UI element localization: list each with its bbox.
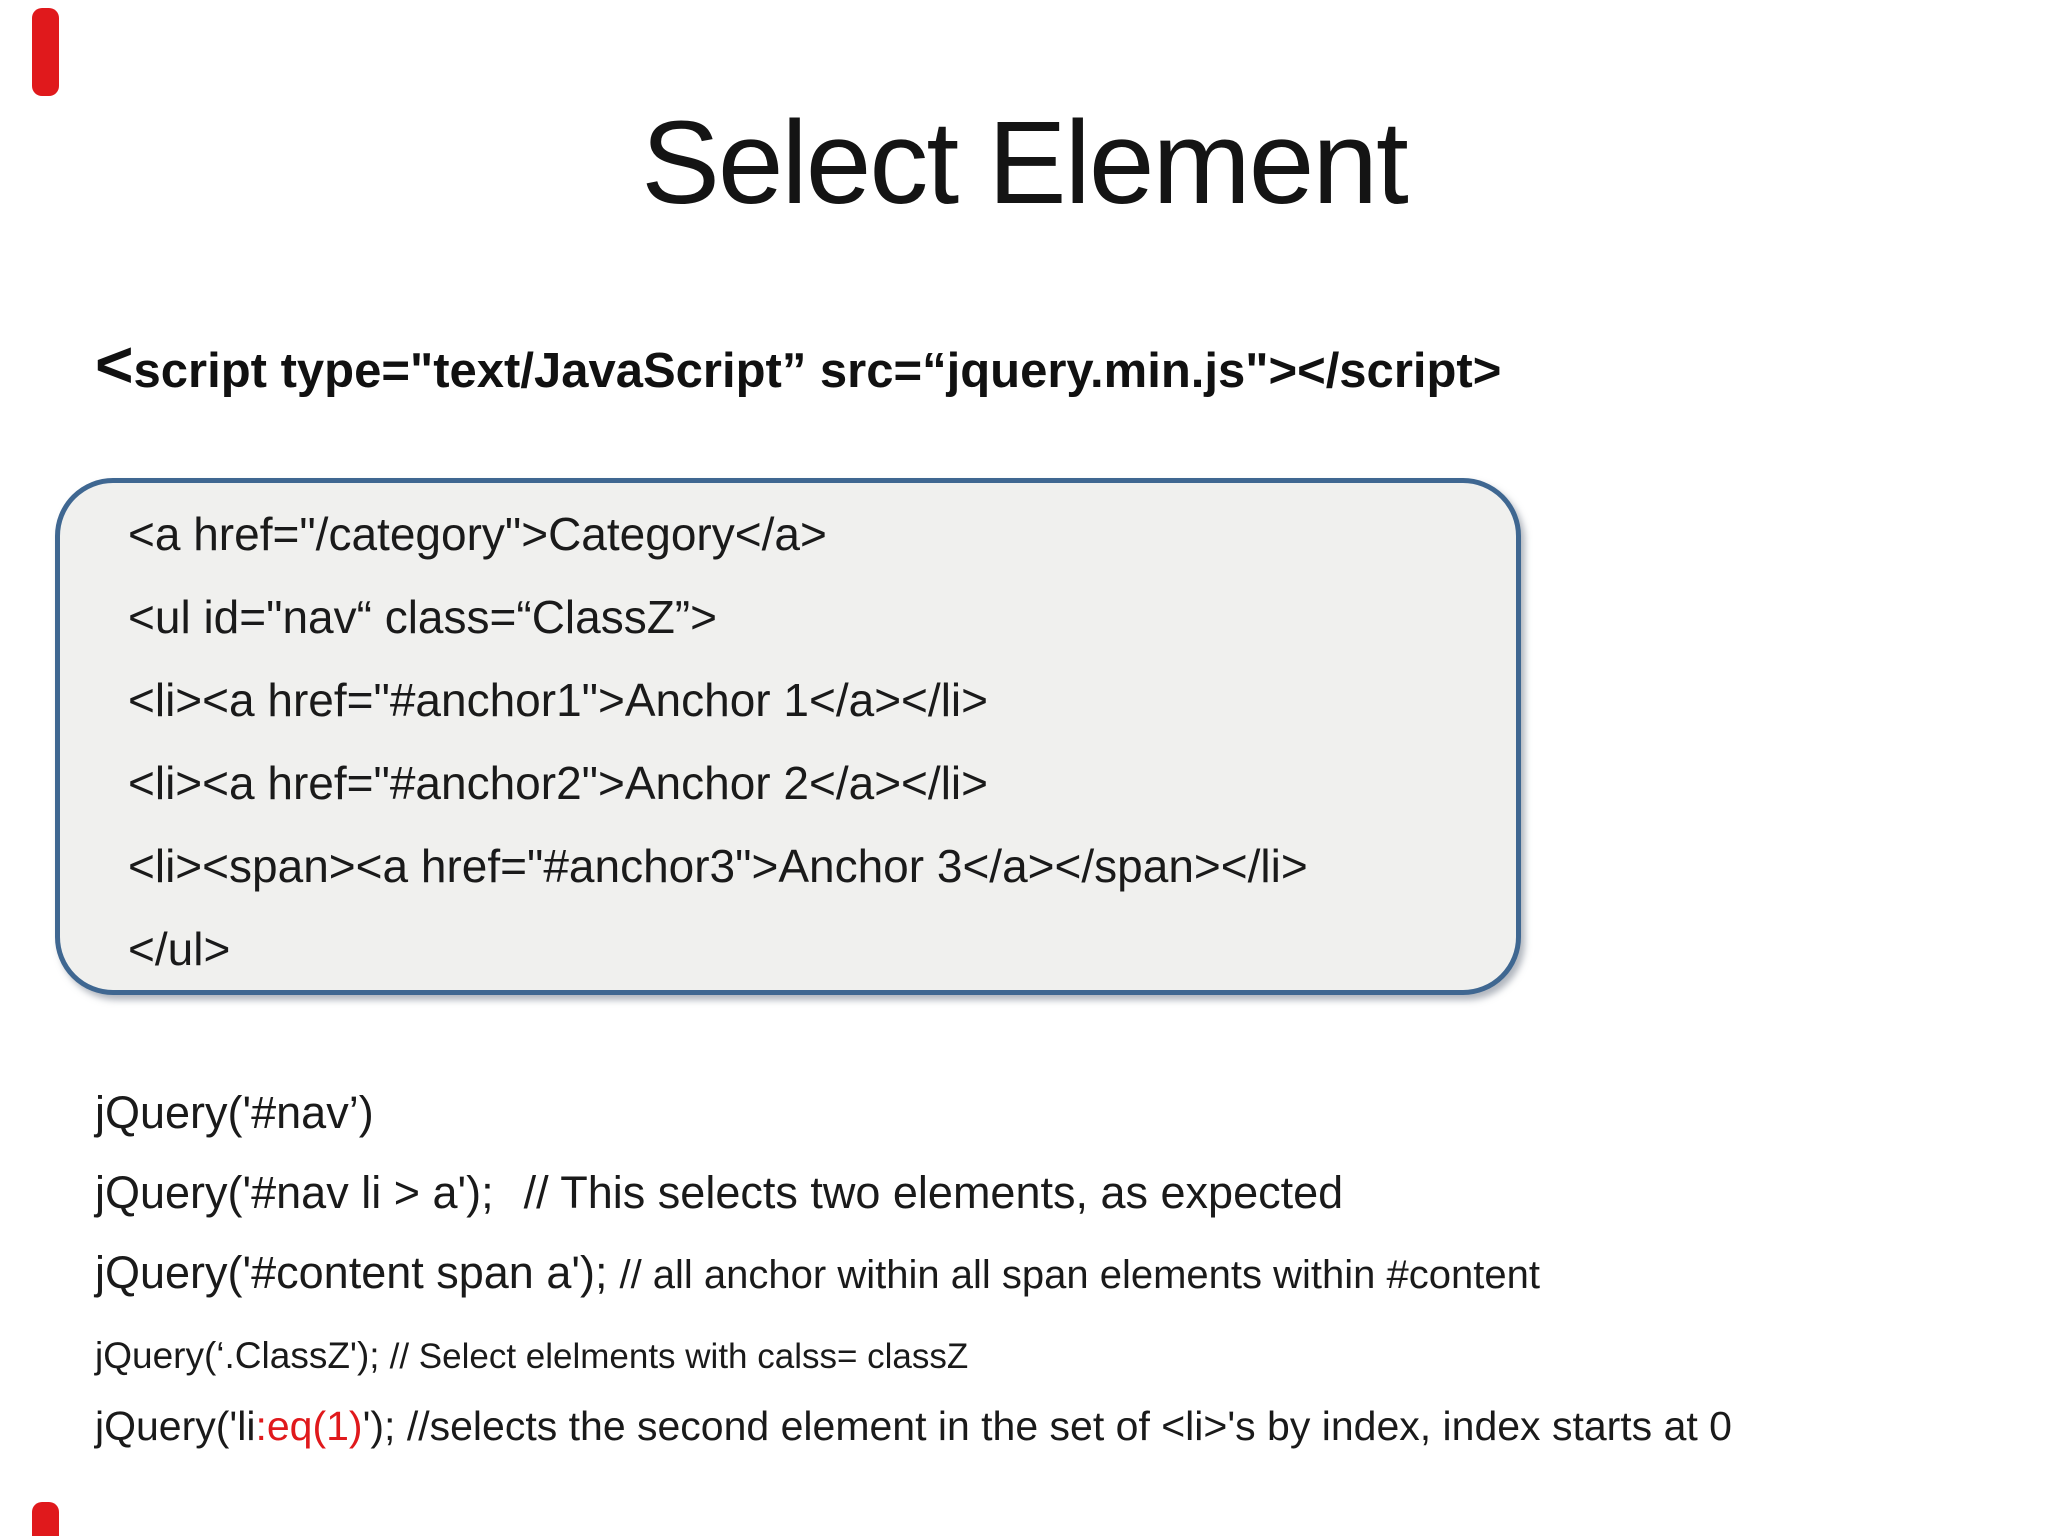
jquery-comment: //selects the second element in the set … — [406, 1403, 1732, 1449]
slide-title: Select Element — [641, 97, 1409, 229]
jquery-line-4: jQuery(‘.ClassZ');// Select elelments wi… — [95, 1328, 968, 1385]
jquery-comment: // all anchor within all span elements w… — [619, 1253, 1540, 1297]
html-code-box: <a href="/category">Category</a> <ul id=… — [55, 478, 1521, 995]
jquery-line-2: jQuery('#nav li > a'); // This selects tw… — [95, 1165, 1343, 1221]
jquery-code: '); — [362, 1403, 407, 1449]
jquery-code: jQuery('#content span a'); — [95, 1247, 608, 1298]
code-line-3: <li><a href="#anchor1">Anchor 1</a></li> — [128, 674, 989, 726]
jquery-line-3: jQuery('#content span a');// all anchor … — [95, 1245, 1540, 1303]
jquery-code: jQuery('#nav’) — [95, 1087, 374, 1138]
script-line-bracket: < — [95, 327, 134, 401]
jquery-line-5: jQuery('li:eq(1)'); //selects the second… — [95, 1398, 1732, 1454]
jquery-code-red: :eq(1) — [255, 1403, 363, 1449]
code-line-1: <a href="/category">Category</a> — [128, 508, 827, 560]
red-edge-marker-top — [32, 8, 59, 96]
code-line-4: <li><a href="#anchor2">Anchor 2</a></li> — [128, 757, 989, 809]
code-line-5: <li><span><a href="#anchor3">Anchor 3</a… — [128, 840, 1308, 892]
jquery-code: jQuery('#nav li > a'); — [95, 1167, 494, 1218]
script-line-text: script type="text/JavaScript” src=“jquer… — [133, 344, 1502, 398]
jquery-comment: // This selects two elements, as expecte… — [523, 1167, 1344, 1218]
code-line-6: </ul> — [128, 923, 231, 975]
script-include-line: <script type="text/JavaScript” src=“jque… — [95, 326, 1501, 402]
red-edge-marker-bottom — [32, 1502, 59, 1536]
jquery-line-1: jQuery('#nav’) — [95, 1085, 374, 1141]
code-line-2: <ul id="nav“ class=“ClassZ”> — [128, 591, 717, 643]
jquery-code: jQuery('li — [95, 1403, 256, 1449]
jquery-code: jQuery(‘.ClassZ'); — [95, 1335, 380, 1376]
jquery-comment: // Select elelments with calss= classZ — [389, 1337, 969, 1376]
